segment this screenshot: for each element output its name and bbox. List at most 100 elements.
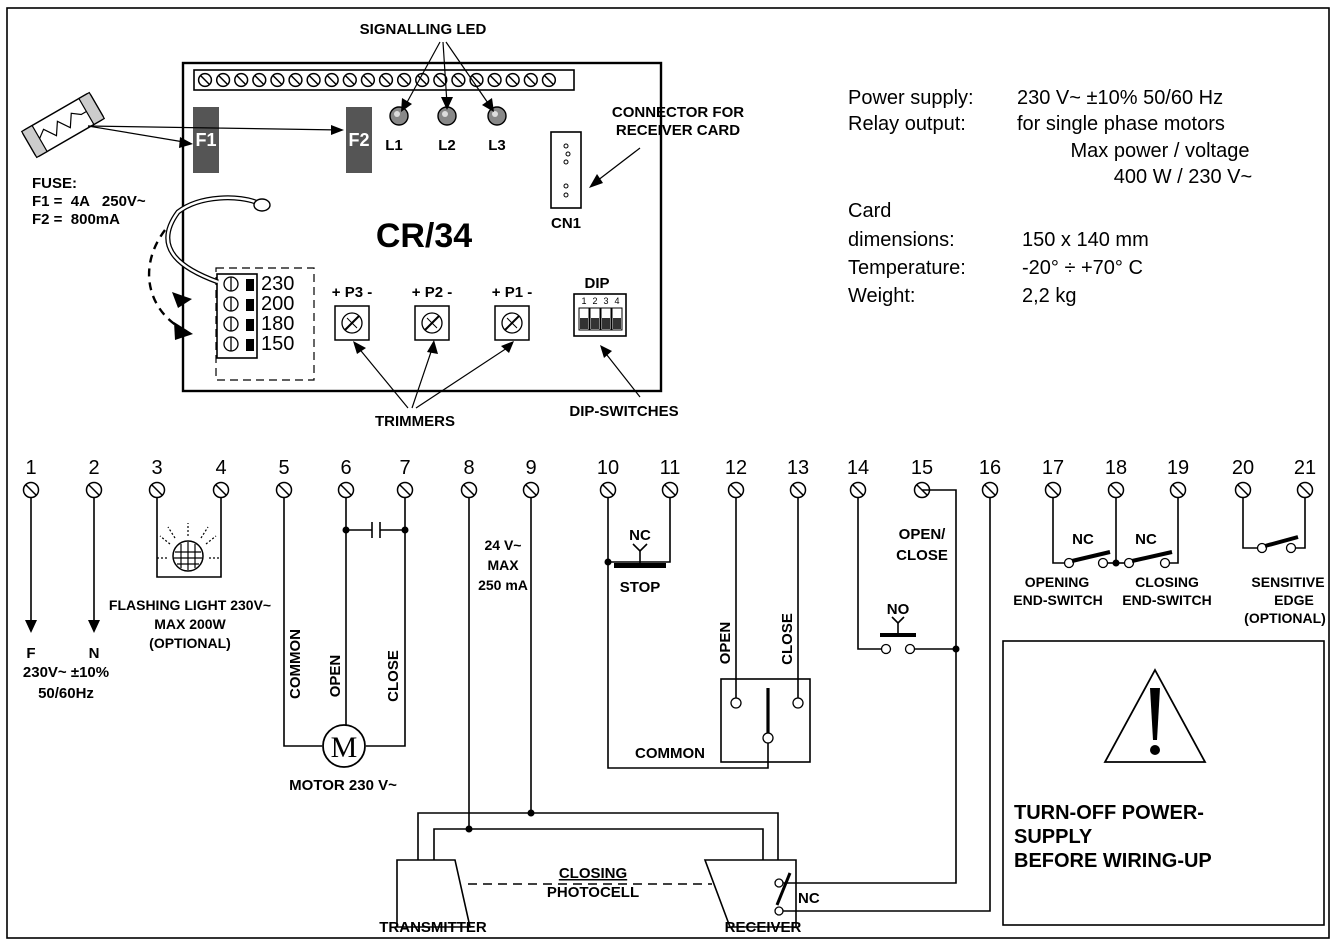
closing-end-switch-icon — [1116, 550, 1173, 569]
terminal-number: 20 — [1232, 457, 1254, 479]
flashing-light-icon — [155, 523, 221, 572]
fuse-f1 — [193, 107, 219, 173]
voltage-jumper-wire — [165, 195, 271, 285]
terminal-screw — [789, 481, 807, 499]
wire-stop-common — [607, 497, 769, 769]
open-close-line2: CLOSE — [896, 547, 948, 564]
transmitter-icon — [396, 859, 471, 928]
motor-open-label: OPEN — [327, 655, 344, 698]
spec-weight-label: Weight: — [848, 285, 915, 307]
tap-150: 150 — [261, 333, 294, 355]
voltage-terminal-marks — [246, 279, 254, 351]
terminal-screw — [148, 481, 166, 499]
terminal-screw — [1296, 481, 1314, 499]
signalling-led-arrows — [404, 41, 491, 107]
board-terminal-screw — [505, 72, 520, 88]
dip-number-3: 3 — [603, 296, 608, 306]
trimmers-label: TRIMMERS — [375, 413, 455, 430]
junction-terminal-9 — [527, 809, 535, 817]
selector-switch-box — [720, 678, 811, 763]
trimmer-p1-label: + P1 - — [492, 284, 532, 301]
terminal-number: 10 — [597, 457, 619, 479]
jumper-arrowhead-2 — [174, 322, 193, 340]
board-terminal-screw — [433, 72, 448, 88]
mains-f-arrowhead — [25, 620, 37, 633]
dip-number-1: 1 — [581, 296, 586, 306]
opening-end-switch-icon — [1063, 550, 1116, 569]
terminal-screw — [275, 481, 293, 499]
terminal-number: 6 — [340, 457, 351, 479]
dip-switches-label: DIP-SWITCHES — [569, 403, 678, 420]
dip-number-2: 2 — [592, 296, 597, 306]
control-board: F1 F2 L1 L2 L3 CN1 CR/34 — [181, 61, 663, 393]
spec-card-label-line1: Card — [848, 200, 891, 222]
flashing-light-line2: MAX 200W — [154, 616, 226, 632]
tap-230: 230 — [261, 273, 294, 295]
receiver-nc-label: NC — [798, 890, 820, 907]
board-terminal-screw — [541, 72, 557, 88]
tap-180: 180 — [261, 313, 294, 335]
spec-max-power-label: Max power / voltage — [1071, 140, 1250, 162]
board-terminal-strip — [193, 69, 575, 91]
mains-label-line2: 50/60Hz — [38, 685, 94, 702]
terminal-number: 14 — [847, 457, 869, 479]
wire-flashing-light — [156, 497, 222, 578]
terminal-screw — [522, 481, 540, 499]
selector-contact-close — [792, 697, 804, 709]
terminal-number: 21 — [1294, 457, 1316, 479]
wire-stop-out — [630, 497, 671, 563]
terminal-number: 19 — [1167, 457, 1189, 479]
mains-f-label: F — [26, 645, 35, 662]
specifications: Power supply: 230 V~ ±10% 50/60 Hz Relay… — [848, 87, 1252, 307]
photocell-label-line1: CLOSING — [559, 865, 627, 882]
selector-contact-common — [762, 732, 774, 744]
terminal-screw — [460, 481, 478, 499]
wire-receiver-to-15 — [783, 649, 957, 884]
wire-opening-switch — [1052, 497, 1064, 564]
terminal-screw — [1044, 481, 1062, 499]
terminal-number: 15 — [911, 457, 933, 479]
fuse-title: FUSE: — [32, 175, 77, 192]
board-terminal-screw — [378, 72, 394, 88]
led-l1 — [389, 106, 409, 126]
wire-receiver-to-16 — [783, 497, 991, 912]
terminal-screw — [981, 481, 999, 499]
fuse-f2 — [346, 107, 372, 173]
junction-terminal-8 — [465, 825, 473, 833]
fuse-f2-rating: F2 = 800mA — [32, 211, 120, 228]
spec-temperature-label: Temperature: — [848, 257, 966, 279]
terminal-screw — [849, 481, 867, 499]
cn1-label: CN1 — [551, 215, 581, 232]
led-l2 — [437, 106, 457, 126]
photocell-label-line2: PHOTOCELL — [547, 884, 639, 901]
sensitive-edge-line2: EDGE — [1274, 592, 1314, 608]
fuse-callout-arrows — [87, 125, 342, 144]
spec-power-supply-label: Power supply: — [848, 87, 974, 109]
terminal-number: 13 — [787, 457, 809, 479]
sensitive-edge-icon — [1256, 535, 1299, 554]
transmitter-label: TRANSMITTER — [379, 919, 487, 936]
board-terminal-screw — [270, 72, 285, 88]
led-l3 — [487, 106, 507, 126]
spare-fuse-icon — [20, 91, 106, 159]
dip-callout-arrowhead — [600, 345, 612, 358]
diagram-frame — [6, 7, 1330, 939]
connector-callout-line1: CONNECTOR FOR — [612, 104, 744, 121]
mains-n-label: N — [89, 645, 100, 662]
spec-relay-output-value: for single phase motors — [1017, 113, 1225, 135]
voltage-selector-area — [215, 267, 315, 381]
junction-motor-open — [342, 526, 350, 534]
terminal-number: 2 — [88, 457, 99, 479]
trimmer-arrowheads — [353, 340, 514, 354]
terminal-screw — [727, 481, 745, 499]
connector-callout-line2: RECEIVER CARD — [616, 122, 740, 139]
board-terminal-screw — [523, 72, 538, 88]
fuse-arrowhead-2 — [331, 125, 344, 135]
terminal-number: 7 — [399, 457, 410, 479]
cn1-pins — [563, 143, 571, 198]
voltage-terminal-screws — [223, 276, 239, 352]
spec-card-value: 150 x 140 mm — [1022, 229, 1149, 251]
dip-switch-levers — [578, 307, 623, 331]
motor-common-label: COMMON — [287, 629, 304, 699]
